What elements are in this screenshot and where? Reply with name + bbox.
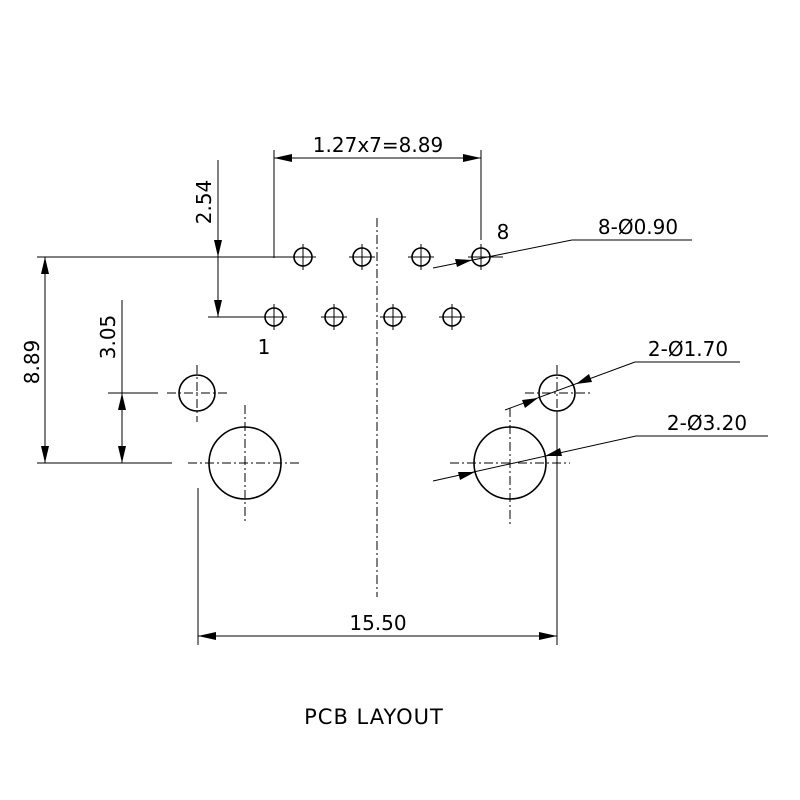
callout-large-holes-label: 2-Ø3.20 <box>667 411 747 435</box>
signal-hole <box>321 304 347 330</box>
signal-holes-lower-row <box>261 304 465 330</box>
signal-hole-pin-1 <box>261 304 287 330</box>
callout-signal-holes-label: 8-Ø0.90 <box>598 215 678 239</box>
callout-signal-holes: 8-Ø0.90 <box>432 215 692 269</box>
callout-large-holes: 2-Ø3.20 <box>432 411 768 482</box>
callout-small-holes-label: 2-Ø1.70 <box>648 337 728 361</box>
small-hole-left <box>167 365 230 422</box>
dimension-small-hole-offset-label: 3.05 <box>96 315 120 360</box>
large-hole-left <box>188 405 300 523</box>
dimension-small-hole-offset: 3.05 <box>96 300 158 463</box>
signal-hole <box>290 244 316 270</box>
signal-holes-upper-row <box>290 244 503 270</box>
signal-hole <box>408 244 434 270</box>
dimension-row-pitch-label: 2.54 <box>192 180 216 225</box>
drawing-title: PCB LAYOUT <box>304 705 444 729</box>
callout-small-holes: 2-Ø1.70 <box>504 337 740 411</box>
dimension-height-total-label: 8.89 <box>20 340 44 385</box>
large-hole-right <box>450 408 570 525</box>
signal-hole <box>439 304 465 330</box>
dimension-pitch-total: 1.27x7=8.89 <box>273 133 482 258</box>
dimension-height-total: 8.89 <box>20 256 290 464</box>
signal-hole <box>349 244 375 270</box>
dimension-pitch-total-label: 1.27x7=8.89 <box>313 133 443 157</box>
pin-label-last: 8 <box>497 220 510 244</box>
small-hole-right <box>525 365 590 422</box>
dimension-width-total-label: 15.50 <box>349 611 406 635</box>
pin-label-first: 1 <box>258 335 271 359</box>
signal-hole <box>380 304 406 330</box>
dimension-row-pitch: 2.54 <box>192 160 264 318</box>
